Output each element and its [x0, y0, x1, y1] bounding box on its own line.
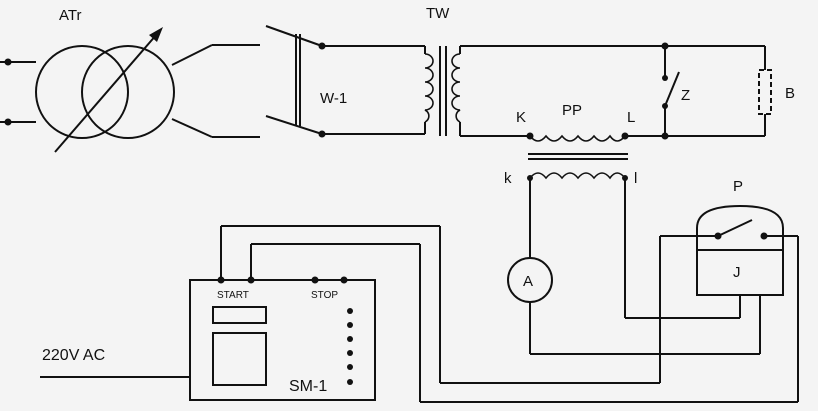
- stop-label: STOP: [311, 290, 338, 301]
- relay-p: P J: [696, 178, 784, 296]
- test-transformer: TW: [424, 5, 461, 136]
- current-transformer: PP K L k l: [504, 102, 637, 187]
- load-b: B: [758, 46, 795, 136]
- timer-sm1: START STOP SM-1: [189, 276, 376, 401]
- tw-label: TW: [426, 5, 450, 22]
- l-secondary-label: l: [634, 170, 637, 187]
- supply: 220V AC: [40, 347, 190, 378]
- ammeter: A: [507, 257, 553, 303]
- z-label: Z: [681, 87, 690, 104]
- k-primary-label: K: [516, 109, 526, 126]
- supply-label: 220V AC: [42, 347, 105, 364]
- w1-label: W-1: [320, 90, 347, 107]
- switch-w1: W-1: [265, 25, 347, 138]
- breaker-z: Z: [661, 42, 690, 140]
- autotransformer: ATr: [0, 7, 213, 153]
- l-primary-label: L: [627, 109, 635, 126]
- atr-label: ATr: [59, 7, 82, 24]
- ammeter-label: A: [523, 273, 533, 290]
- b-label: B: [785, 85, 795, 102]
- k-secondary-label: k: [504, 170, 512, 187]
- start-label: START: [217, 290, 249, 301]
- j-label: J: [733, 264, 741, 281]
- p-label: P: [733, 178, 743, 195]
- sm1-label: SM-1: [289, 378, 327, 395]
- pp-label: PP: [562, 102, 582, 119]
